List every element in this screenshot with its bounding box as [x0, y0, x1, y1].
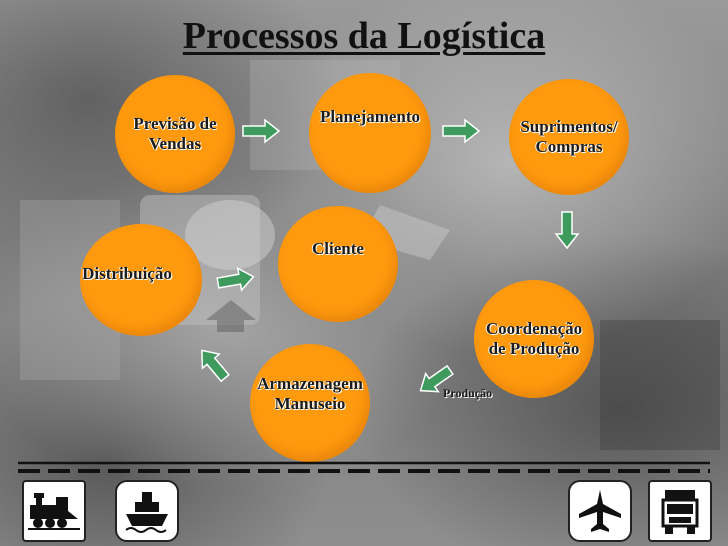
train-icon	[28, 493, 80, 530]
node-label: Planejamento	[319, 107, 421, 127]
node-label: Previsão de Vendas	[133, 114, 217, 153]
page-title: Processos da Logística	[182, 15, 546, 57]
airplane-icon-box	[568, 480, 632, 542]
airplane-icon	[579, 490, 621, 532]
arrow-suprimentos-to-coordenacao	[555, 211, 579, 249]
node-coordenacao-producao: Coordenação de Produção	[474, 280, 594, 398]
node-label: Cliente	[312, 239, 364, 259]
node-planejamento: Planejamento	[309, 73, 431, 193]
node-label: Armazenagem Manuseio	[257, 374, 363, 413]
node-previsao-vendas: Previsão de Vendas	[115, 75, 235, 193]
arrow-armazenagem-to-distribuicao	[192, 342, 235, 386]
ship-icon	[125, 492, 168, 533]
dashed-divider	[18, 461, 710, 473]
node-cliente: Cliente	[278, 206, 398, 322]
arrow-distribuicao-to-cliente	[215, 265, 257, 295]
node-label: Suprimentos/ Compras	[520, 117, 618, 156]
train-icon-box	[22, 480, 86, 542]
node-armazenagem-manuseio: Armazenagem Manuseio	[250, 344, 370, 462]
node-distribuicao: Distribuição	[80, 224, 202, 336]
arrow-planejamento-to-suprimentos	[442, 119, 480, 143]
node-label: Coordenação de Produção	[485, 319, 583, 358]
node-suprimentos-compras: Suprimentos/ Compras	[509, 79, 629, 195]
node-label: Distribuição	[82, 264, 172, 284]
arrow-previsao-to-planejamento	[242, 119, 280, 143]
truck-icon	[661, 490, 699, 534]
edge-label-producao: Produção	[443, 386, 493, 400]
truck-icon-box	[648, 480, 712, 542]
ship-icon-box	[115, 480, 179, 542]
